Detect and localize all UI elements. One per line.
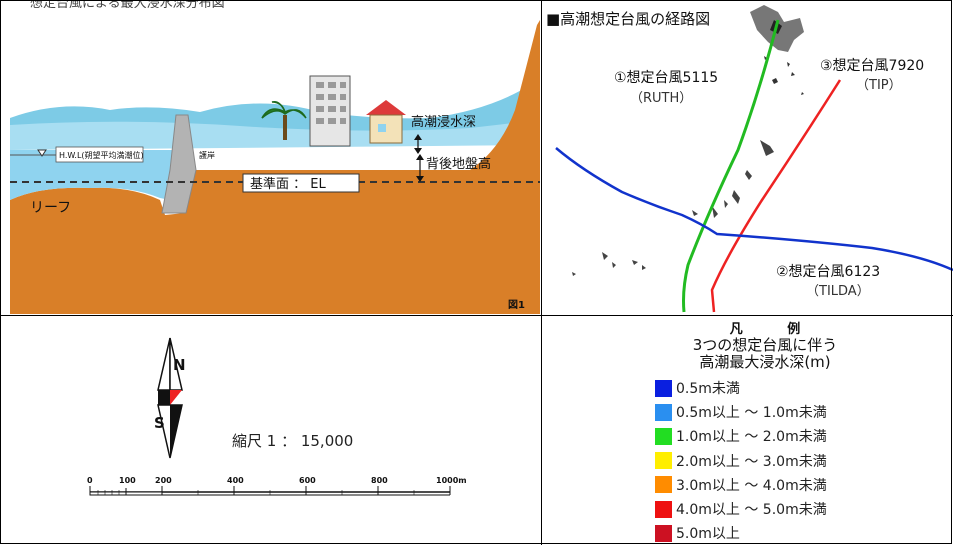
typhoon-1-sub: （RUTH）	[630, 91, 692, 106]
legend-item-label: 1.0m以上 ～ 2.0m未満	[676, 429, 827, 446]
top-strip-text: 想定台風による最大浸水深分布図	[30, 0, 225, 8]
inundation-label: 高潮浸水深	[411, 114, 476, 130]
top-strip: 想定台風による最大浸水深分布図	[0, 0, 953, 8]
legend-subtitle-1: 3つの想定台風に伴う	[692, 336, 838, 354]
track-7920	[710, 79, 842, 313]
typhoon-1-label: ①想定台風5115	[614, 70, 718, 86]
legend-swatch	[655, 500, 672, 518]
legend-swatch	[655, 403, 672, 421]
legend-swatch	[655, 452, 672, 470]
legend-swatch	[655, 379, 672, 397]
seawall	[161, 114, 197, 214]
cross-section-diagram: H.W.L(朔望平均満潮位) 護岸 基準面 ： EL 高潮浸水深 背後地盤高 リ…	[10, 8, 540, 314]
legend-title: 凡 例	[729, 322, 821, 337]
panel-divider-horizontal	[0, 315, 953, 316]
compass-north: N	[173, 356, 186, 374]
legend-item: 5.0m以上	[655, 521, 827, 545]
scale-bar: 0 100 200 400 600 800 1000m	[87, 476, 467, 496]
legend-item-label: 5.0m以上	[676, 526, 740, 543]
legend-item: 0.5m以上 ～ 1.0m未満	[655, 400, 827, 424]
track-5115	[682, 19, 780, 313]
legend-swatch	[655, 476, 672, 494]
ground-height-label: 背後地盤高	[426, 156, 491, 172]
typhoon-2-sub: （TILDA）	[806, 284, 870, 299]
datum-label: 基準面 ： EL	[250, 176, 326, 192]
legend-item-label: 0.5m未満	[676, 381, 740, 398]
palm-tree-icon	[261, 100, 307, 140]
compass-south: S	[154, 414, 165, 432]
legend-item-label: 3.0m以上 ～ 4.0m未満	[676, 477, 827, 494]
track-map-title: ■高潮想定台風の経路図	[546, 10, 710, 28]
legend-list: 0.5m未満 0.5m以上 ～ 1.0m未満 1.0m以上 ～ 2.0m未満 2.0m…	[655, 376, 827, 545]
legend-item: 3.0m以上 ～ 4.0m未満	[655, 473, 827, 497]
legend-item: 0.5m未満	[655, 376, 827, 400]
legend-item-label: 2.0m以上 ～ 3.0m未満	[676, 453, 827, 470]
legend-subtitle-2: 高潮最大浸水深(m)	[699, 353, 831, 371]
legend-swatch	[655, 524, 672, 542]
panel-divider-vertical	[541, 0, 542, 545]
scale-tick-800: 800	[371, 476, 388, 485]
scale-tick-1000: 1000m	[436, 476, 467, 485]
track-6123	[555, 147, 953, 272]
legend-header: 凡 例 3つの想定台風に伴う 高潮最大浸水深(m)	[660, 318, 870, 371]
building-icon	[309, 75, 351, 147]
seawall-label: 護岸	[199, 150, 215, 160]
reef-label: リーフ	[30, 200, 71, 216]
legend-item: 1.0m以上 ～ 2.0m未満	[655, 424, 827, 448]
scale-label: 縮尺 1 ： 15,000	[232, 432, 354, 450]
hwl-label: H.W.L(朔望平均満潮位)	[59, 150, 144, 160]
scale-tick-0: 0	[87, 476, 93, 485]
scale-tick-600: 600	[299, 476, 316, 485]
typhoon-track-map: ■高潮想定台風の経路図 ①想定台風5115 （RUTH） ③想定台風7920 （…	[546, 5, 953, 313]
legend-item-label: 0.5m以上 ～ 1.0m未満	[676, 405, 827, 422]
scale-tick-400: 400	[227, 476, 244, 485]
north-arrow-compass: N S	[154, 337, 186, 459]
typhoon-2-label: ②想定台風6123	[776, 264, 880, 280]
scale-tick-200: 200	[155, 476, 172, 485]
house-icon	[366, 100, 406, 144]
legend-item: 4.0m以上 ～ 5.0m未満	[655, 497, 827, 521]
typhoon-3-label: ③想定台風7920	[820, 58, 924, 74]
figure-label: 図1	[508, 300, 525, 311]
typhoon-3-sub: （TIP）	[856, 78, 902, 93]
legend-item-label: 4.0m以上 ～ 5.0m未満	[676, 502, 827, 519]
legend-item: 2.0m以上 ～ 3.0m未満	[655, 449, 827, 473]
scale-tick-100: 100	[119, 476, 136, 485]
legend-swatch	[655, 427, 672, 445]
